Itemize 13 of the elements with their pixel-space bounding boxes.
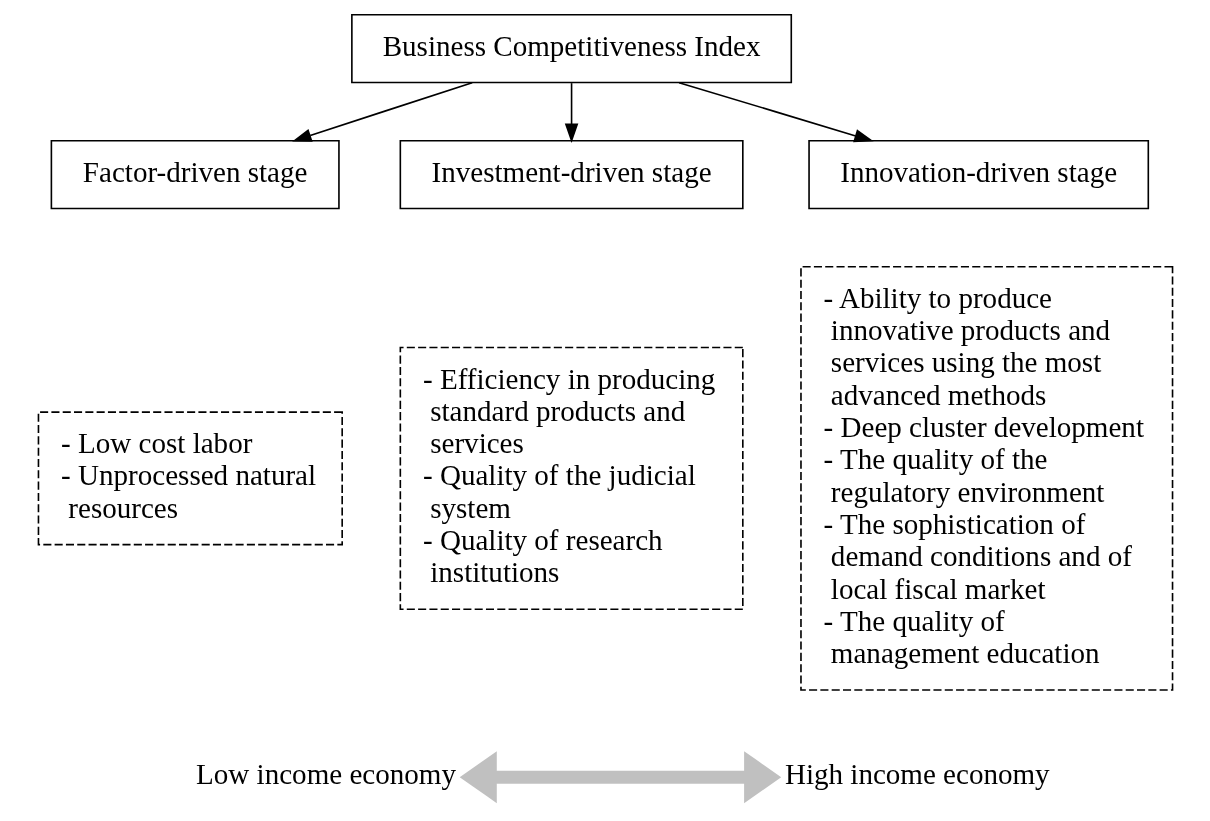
arrow [291, 81, 473, 142]
node-text: Low income economy [195, 758, 456, 791]
node-box: Investment-driven stage [399, 139, 744, 210]
node-box: Innovation-driven stage [807, 139, 1149, 210]
node-text: High income economy [784, 758, 1050, 791]
node-box: - Ability to produce innovative products and services using the most advanced methods - Deep cluster development - The quality of the regulatory environment - The sophistication of demand conditions and of local fiscal market - The quality of management education [799, 265, 1173, 691]
arrow [677, 81, 874, 143]
node-box: Factor-driven stage [50, 139, 340, 210]
node-box: - Efficiency in producing standard products and services - Quality of the judicial system - Quality of research institutions [399, 346, 744, 610]
node-box: Business Competitiveness Index [350, 13, 792, 84]
node-box: - Low cost labor - Unprocessed natural resources [37, 411, 343, 546]
arrow [564, 82, 578, 143]
arrow [459, 751, 781, 804]
